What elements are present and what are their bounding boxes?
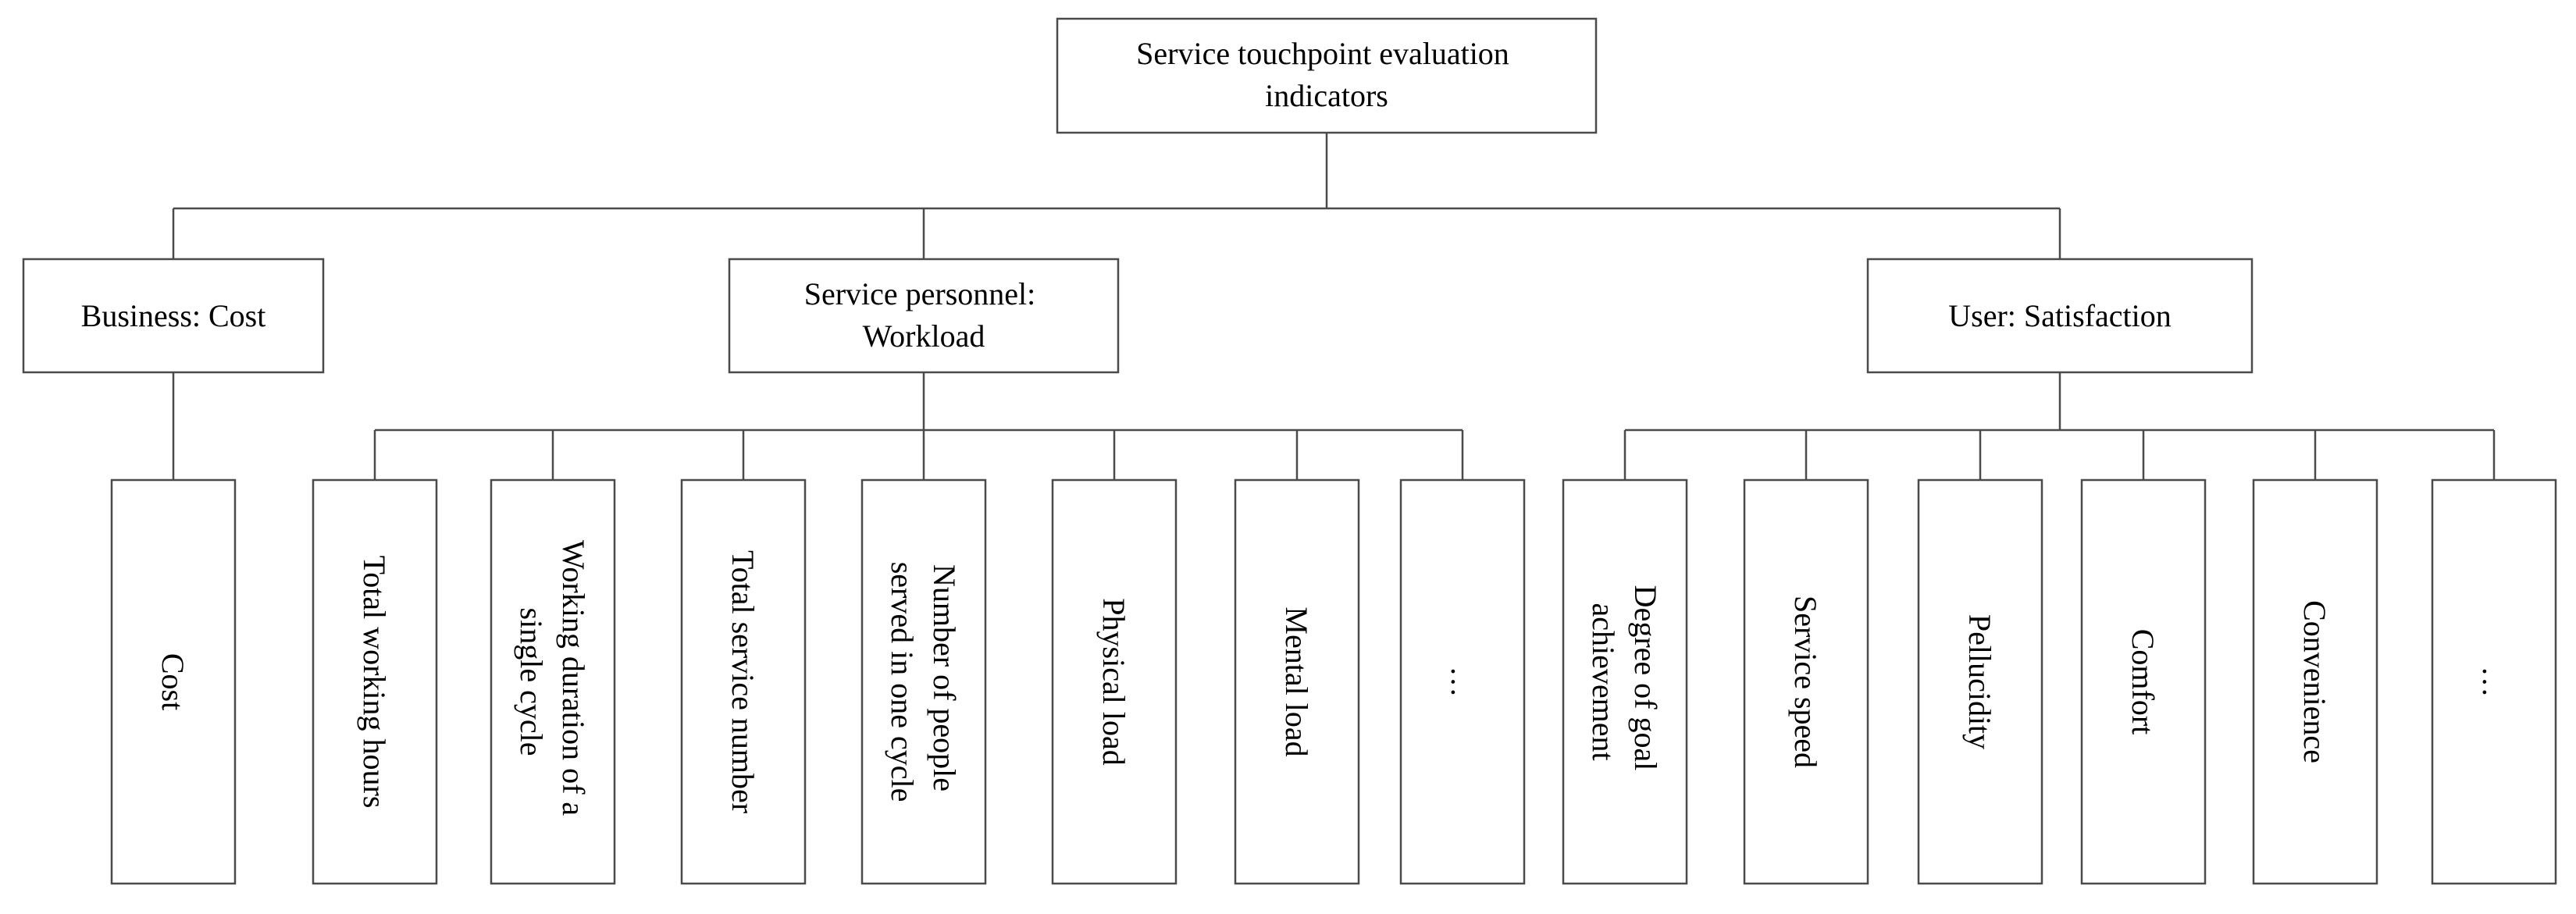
leaf-node-box: [312, 478, 438, 885]
leaf-node-mental-load: Mental load: [1234, 478, 1360, 885]
leaf-node-label-line: Degree of goal: [1628, 585, 1663, 771]
group-node-service-personnel-workload: Service personnel: Workload: [728, 258, 1120, 374]
root-node-label-line-1: Service touchpoint evaluation: [1136, 36, 1509, 71]
leaf-node-label: Cost: [155, 653, 191, 710]
leaf-node-label-line: single cycle: [514, 608, 549, 756]
leaf-node-box: [1743, 478, 1869, 885]
leaf-node-box: [860, 478, 987, 885]
leaf-node-label-line: Cost: [155, 653, 191, 710]
leaf-node-working-duration-single-cycle: Working duration of a single cycle: [490, 478, 616, 885]
leaf-node-physical-load: Physical load: [1051, 478, 1178, 885]
root-node-label: Service touchpoint evaluation indicators: [1136, 36, 1517, 113]
group-node-user-satisfaction: User: Satisfaction: [1866, 258, 2254, 374]
group-node-box: [22, 258, 325, 374]
leaf-node-label: Degree of goal achievement: [1586, 585, 1663, 779]
leaf-node-label-line: Physical load: [1096, 598, 1131, 765]
leaf-node-workload-ellipsis: …: [1399, 478, 1526, 885]
group-node-label-line: Service personnel:: [804, 276, 1036, 311]
leaf-node-box: [110, 478, 237, 885]
group-node-label-line: Workload: [863, 318, 985, 354]
leaf-node-total-working-hours: Total working hours: [312, 478, 438, 885]
leaf-node-box: [1562, 478, 1688, 885]
leaf-node-degree-of-goal-achievement: Degree of goal achievement: [1562, 478, 1688, 885]
group-node-label-line: User: Satisfaction: [1948, 298, 2172, 333]
leaf-node-label: Comfort: [2125, 629, 2161, 735]
leaf-node-label: Convenience: [2297, 600, 2332, 763]
leaf-node-label-line: Mental load: [1279, 606, 1314, 756]
leaf-node-box: [680, 478, 807, 885]
leaf-node-service-speed: Service speed: [1743, 478, 1869, 885]
leaf-node-label-line: Pellucidity: [1962, 614, 1997, 749]
leaf-node-label: …: [2476, 667, 2511, 698]
group-node-label-line: Business: Cost: [81, 298, 266, 333]
leaf-node-label-line: Service speed: [1788, 596, 1823, 768]
group-node-label: Business: Cost: [81, 298, 266, 333]
root-node: Service touchpoint evaluation indicators: [1056, 17, 1598, 134]
leaf-node-cost: Cost: [110, 478, 237, 885]
leaf-node-total-service-number: Total service number: [680, 478, 807, 885]
leaf-node-convenience: Convenience: [2252, 478, 2378, 885]
group-node-label: User: Satisfaction: [1948, 298, 2172, 333]
leaf-node-label-line: …: [1445, 667, 1480, 698]
leaf-node-label-line: …: [2476, 667, 2511, 698]
connectors: [172, 133, 2496, 480]
leaf-node-label: Service speed: [1788, 596, 1823, 768]
leaf-node-label-line: Comfort: [2125, 629, 2161, 735]
leaf-node-label-line: Total working hours: [357, 556, 392, 809]
leaf-node-label: Physical load: [1096, 598, 1131, 765]
root-node-label-line-2: indicators: [1265, 78, 1388, 113]
leaf-node-label-line: Convenience: [2297, 600, 2332, 763]
leaf-node-label-line: Working duration of a: [556, 540, 591, 816]
group-node-label: Service personnel: Workload: [804, 276, 1044, 354]
group-node-box: [728, 258, 1120, 374]
group-node-box: [1866, 258, 2254, 374]
leaf-node-box: [1399, 478, 1526, 885]
leaf-node-box: [1234, 478, 1360, 885]
leaf-node-label: Total service number: [725, 550, 761, 813]
leaf-node-box: [2252, 478, 2378, 885]
leaf-node-box: [490, 478, 616, 885]
root-node-box: [1056, 17, 1598, 134]
leaf-node-label: Working duration of a single cycle: [514, 540, 591, 823]
leaf-node-label-line: served in one cycle: [885, 562, 920, 802]
leaf-node-label-line: Total service number: [725, 550, 761, 813]
leaf-node-label-line: Number of people: [927, 564, 962, 791]
leaf-node-box: [1917, 478, 2043, 885]
leaf-node-label: Total working hours: [357, 556, 392, 809]
leaf-node-pellucidity: Pellucidity: [1917, 478, 2043, 885]
leaf-node-label: Number of people served in one cycle: [885, 562, 962, 802]
leaf-node-people-served-one-cycle: Number of people served in one cycle: [860, 478, 987, 885]
leaf-node-box: [2431, 478, 2557, 885]
leaf-node-box: [1051, 478, 1178, 885]
leaf-node-box: [2080, 478, 2207, 885]
group-node-business-cost: Business: Cost: [22, 258, 325, 374]
leaf-node-label-line: achievement: [1586, 603, 1621, 760]
leaf-node-comfort: Comfort: [2080, 478, 2207, 885]
leaf-node-satisfaction-ellipsis: …: [2431, 478, 2557, 885]
leaf-node-label: Pellucidity: [1962, 614, 1997, 749]
leaf-node-label: Mental load: [1279, 606, 1314, 756]
leaf-node-label: …: [1445, 667, 1480, 698]
